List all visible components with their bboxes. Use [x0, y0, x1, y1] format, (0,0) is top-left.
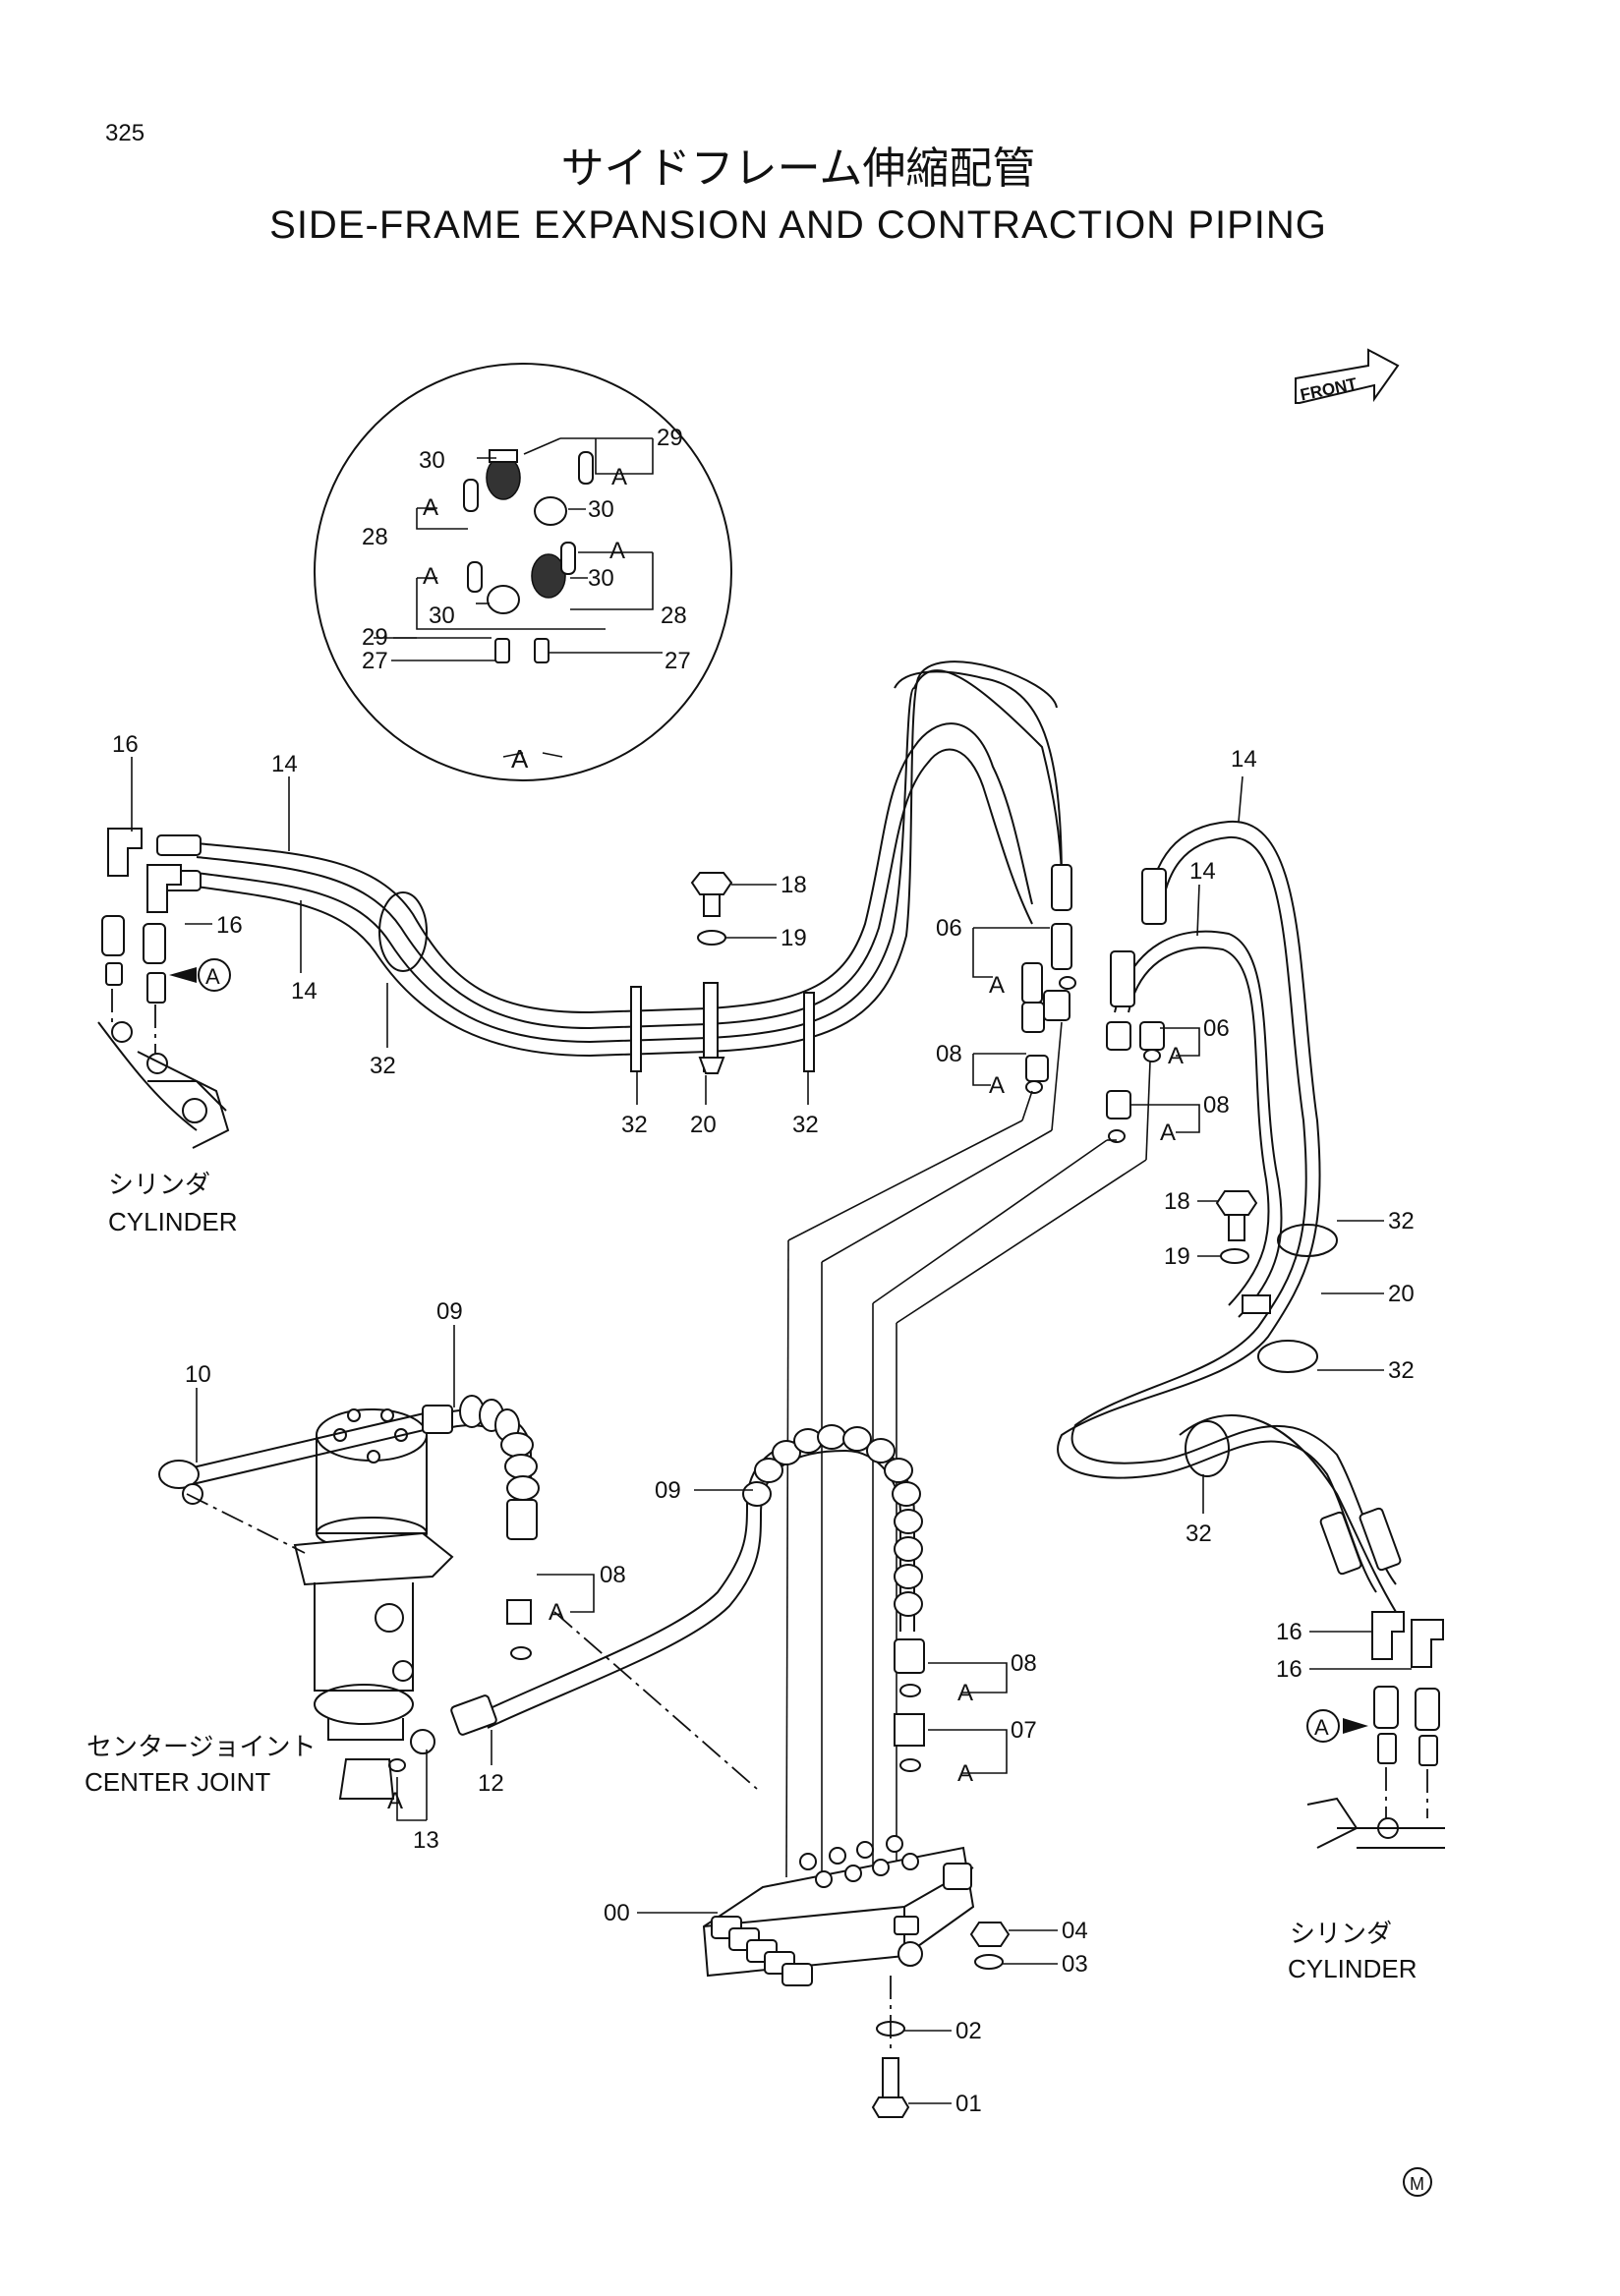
callout-a: A	[609, 538, 625, 564]
callout-14: 14	[271, 751, 298, 777]
callout-08: 08	[600, 1562, 626, 1588]
callout-a: A	[989, 1072, 1005, 1099]
callout-19: 19	[781, 925, 807, 951]
callout-00: 00	[604, 1900, 630, 1926]
m-mark-icon: M	[1403, 2167, 1432, 2197]
arrow-icon	[1343, 1718, 1368, 1734]
callout-32: 32	[1388, 1208, 1415, 1234]
center-joint-label-jp: センタージョイント	[87, 1733, 316, 1762]
callout-a: A	[423, 563, 438, 590]
callout-18: 18	[781, 872, 807, 898]
callout-03: 03	[1062, 1951, 1088, 1978]
cylinder-right-label-en: CYLINDER	[1288, 1954, 1417, 1983]
callout-02: 02	[955, 2018, 982, 2044]
callout-a: A	[1160, 1119, 1176, 1146]
front-label: FRONT	[1299, 374, 1360, 405]
callout-14: 14	[291, 978, 318, 1004]
callout-a: A	[611, 464, 627, 490]
callout-30: 30	[588, 496, 614, 523]
arrow-icon	[169, 967, 197, 983]
callout-a: A	[387, 1788, 403, 1814]
callout-32: 32	[1186, 1521, 1212, 1547]
callout-08: 08	[1011, 1650, 1037, 1677]
control-valve	[702, 1835, 1011, 2118]
callout-09: 09	[436, 1298, 463, 1325]
callout-08: 08	[936, 1041, 962, 1067]
title-english: SIDE-FRAME EXPANSION AND CONTRACTION PIP…	[269, 203, 1327, 247]
coupler-group-right	[1021, 976, 1165, 1143]
left-cylinder-fittings: A	[97, 828, 231, 1149]
callout-27: 27	[665, 648, 691, 674]
callout-28: 28	[362, 524, 388, 550]
callout-29: 29	[657, 425, 683, 451]
m-mark-label: M	[1410, 2174, 1424, 2194]
front-arrow-icon: FRONT	[1295, 348, 1400, 405]
routing-lines	[186, 1021, 1151, 1878]
detail-a-label: A	[511, 744, 529, 774]
callout-09: 09	[655, 1477, 681, 1504]
callout-16: 16	[1276, 1656, 1302, 1683]
hose-09-center	[742, 1424, 925, 1772]
callout-16: 16	[216, 912, 243, 939]
detail-a-circle: A 30 29	[314, 363, 732, 781]
callout-28: 28	[661, 603, 687, 629]
callout-20: 20	[1388, 1281, 1415, 1307]
callout-13: 13	[413, 1827, 439, 1854]
cylinder-right-label-jp: シリンダ	[1290, 1920, 1392, 1949]
callout-14: 14	[1231, 746, 1257, 773]
callouts: 16 14 16 14 32 32 20 32 18 19 06 A 08 A …	[112, 731, 1415, 2117]
callout-06: 06	[936, 915, 962, 942]
spiral-guard-icon	[459, 1395, 540, 1501]
callout-12: 12	[478, 1770, 504, 1797]
callout-06: 06	[1203, 1015, 1230, 1042]
clamps-upper	[378, 872, 815, 1074]
callout-07: 07	[1011, 1717, 1037, 1744]
cylinder-left-label-en: CYLINDER	[108, 1207, 237, 1236]
callout-32: 32	[1388, 1357, 1415, 1384]
spiral-guard-icon	[742, 1424, 923, 1617]
hose-10-09	[158, 1395, 540, 1660]
callout-08: 08	[1203, 1092, 1230, 1119]
right-cylinder-fittings: A	[1306, 1611, 1445, 1849]
callout-a: A	[549, 1599, 564, 1626]
callout-16: 16	[1276, 1619, 1302, 1645]
callout-01: 01	[955, 2091, 982, 2117]
callout-a: A	[989, 972, 1005, 999]
callout-18: 18	[1164, 1188, 1190, 1215]
callout-20: 20	[690, 1112, 717, 1138]
callout-a: A	[957, 1760, 973, 1787]
callout-30: 30	[419, 447, 445, 474]
callout-30: 30	[588, 565, 614, 592]
hose-assembly-right	[1057, 820, 1402, 1613]
hose-12	[388, 1503, 762, 1772]
callout-a: A	[423, 494, 438, 521]
cylinder-left-label-jp: シリンダ	[108, 1171, 210, 1200]
callout-32: 32	[621, 1112, 648, 1138]
callout-29: 29	[362, 624, 388, 651]
page-number: 325	[105, 120, 145, 146]
callout-27: 27	[362, 648, 388, 674]
callout-10: 10	[185, 1361, 211, 1388]
callout-16: 16	[112, 731, 139, 758]
callout-19: 19	[1164, 1243, 1190, 1270]
callout-a: A	[1168, 1043, 1184, 1069]
quick-coupler-icon	[463, 449, 594, 663]
callout-32: 32	[370, 1053, 396, 1079]
callout-30: 30	[429, 603, 455, 629]
center-joint-label-en: CENTER JOINT	[85, 1767, 270, 1797]
callout-a: A	[957, 1680, 973, 1706]
callout-32: 32	[792, 1112, 819, 1138]
callout-a-marker: A	[205, 964, 220, 989]
title-japanese: サイドフレーム伸縮配管	[561, 144, 1036, 194]
callout-a-marker: A	[1314, 1715, 1329, 1740]
callout-04: 04	[1062, 1918, 1088, 1944]
callout-14: 14	[1189, 858, 1216, 885]
